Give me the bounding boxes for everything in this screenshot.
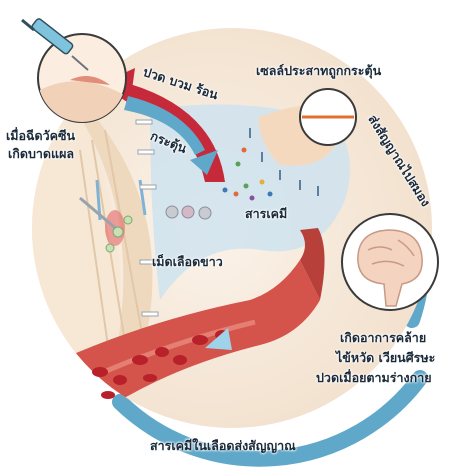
label-white-blood-cells: เม็ดเลือดขาว [152, 254, 223, 269]
label-injection: เมื่อฉีดวัคซีน [6, 128, 76, 143]
stimulus-arrow [124, 96, 205, 155]
label-symptoms-1: เกิดอาการคล้าย [340, 330, 427, 345]
label-chemicals: สารเคมี [245, 206, 288, 221]
brain-icon [357, 229, 423, 307]
label-blood-chemicals-signal: สารเคมีในเลือดส่งสัญญาณ [150, 438, 296, 453]
cycle-arrow-bottom [112, 370, 428, 467]
label-symptoms-2: ไข้หวัด เวียนศีรษะ [336, 350, 436, 365]
label-nerve-cell: เซลล์ประสาทถูกกระตุ้น [256, 63, 382, 78]
white-blood-cells-icons [105, 205, 212, 253]
label-wound: เกิดบาดแผล [8, 146, 75, 161]
muscle-layer [70, 100, 153, 380]
needle-in-tissue [79, 196, 121, 234]
red-blood-cells [92, 328, 232, 399]
syringe-icon [21, 18, 89, 71]
receptor-marks [249, 128, 319, 196]
label-symptoms-3: ปวดเมื่อยตามร่างกาย [316, 370, 432, 385]
chemical-particles [222, 147, 273, 201]
